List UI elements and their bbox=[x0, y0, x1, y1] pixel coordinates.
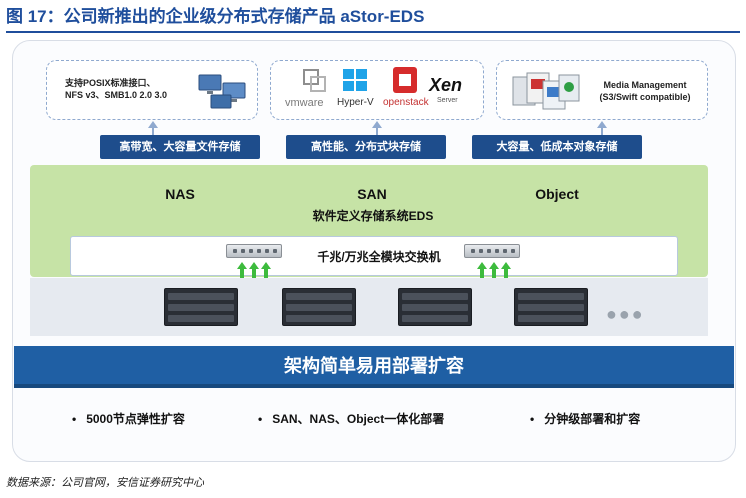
pill-object-storage: 大容量、低成本对象存储 bbox=[472, 135, 642, 159]
xen-sub-label: Server bbox=[437, 97, 458, 104]
protocol-object: Object bbox=[535, 186, 579, 202]
green-up-arrows-icon bbox=[237, 262, 271, 284]
scale-bar-title: 架构简单易用部署扩容 bbox=[14, 346, 734, 386]
protocol-san: SAN bbox=[357, 186, 387, 202]
green-up-arrows-icon bbox=[477, 262, 511, 284]
object-arrow-head bbox=[597, 121, 607, 128]
more-dots-icon: ●●● bbox=[606, 304, 645, 324]
xen-logo: Xen bbox=[429, 75, 463, 95]
san-arrow-stem bbox=[376, 127, 378, 135]
switch-device-icon bbox=[226, 244, 282, 258]
media-files-icon bbox=[512, 72, 580, 110]
server-icon bbox=[282, 288, 356, 326]
protocol-nas: NAS bbox=[165, 186, 195, 202]
san-client-box: vmware Hyper-V openstack Xen Server bbox=[270, 60, 484, 120]
nas-arrow-head bbox=[148, 121, 158, 128]
server-icon bbox=[164, 288, 238, 326]
feature-label: SAN、NAS、Object一体化部署 bbox=[272, 412, 445, 426]
object-client-line2: (S3/Swift compatible) bbox=[599, 92, 691, 102]
vmware-icon bbox=[303, 69, 326, 92]
openstack-label: openstack bbox=[383, 97, 429, 108]
bullet-icon: • bbox=[258, 412, 273, 426]
nas-client-box: 支持POSIX标准接口、 NFS v3、SMB1.0 2.0 3.0 bbox=[46, 60, 258, 120]
server-icon bbox=[398, 288, 472, 326]
object-client-box: Media Management (S3/Swift compatible) bbox=[496, 60, 708, 120]
nas-client-line2: NFS v3、SMB1.0 2.0 3.0 bbox=[65, 90, 168, 100]
computers-icon bbox=[198, 74, 246, 109]
figure-title: 图 17：公司新推出的企业级分布式存储产品 aStor-EDS bbox=[6, 7, 425, 26]
feature-label: 5000节点弹性扩容 bbox=[86, 412, 185, 426]
server-icon bbox=[514, 288, 588, 326]
object-client-line1: Media Management bbox=[603, 80, 687, 90]
scale-bar-shadow bbox=[14, 384, 734, 388]
bullet-icon: • bbox=[72, 412, 87, 426]
nas-arrow-stem bbox=[152, 127, 154, 135]
windows-icon bbox=[343, 69, 367, 91]
pill-block-storage: 高性能、分布式块存储 bbox=[286, 135, 446, 159]
feature-item: • SAN、NAS、Object一体化部署 bbox=[258, 410, 444, 427]
eds-label: 软件定义存储系统EDS bbox=[312, 209, 434, 223]
san-arrow-head bbox=[372, 121, 382, 128]
server-band bbox=[30, 278, 708, 336]
feature-label: 分钟级部署和扩容 bbox=[544, 412, 641, 426]
nas-client-line1: 支持POSIX标准接口、 bbox=[65, 78, 156, 88]
pill-file-storage: 高带宽、大容量文件存储 bbox=[100, 135, 260, 159]
vmware-label: vmware bbox=[285, 97, 324, 109]
source-note: 数据来源：公司官网，安信证券研究中心 bbox=[6, 477, 204, 489]
object-arrow-stem bbox=[601, 127, 603, 135]
feature-item: • 分钟级部署和扩容 bbox=[530, 410, 640, 427]
switch-bar bbox=[70, 236, 678, 276]
openstack-icon bbox=[393, 67, 417, 93]
bullet-icon: • bbox=[530, 412, 545, 426]
title-rule bbox=[6, 31, 740, 33]
feature-item: • 5000节点弹性扩容 bbox=[72, 410, 185, 427]
hyperv-label: Hyper-V bbox=[337, 97, 374, 108]
switch-device-icon bbox=[464, 244, 520, 258]
switch-label: 千兆/万兆全模块交换机 bbox=[317, 250, 441, 264]
